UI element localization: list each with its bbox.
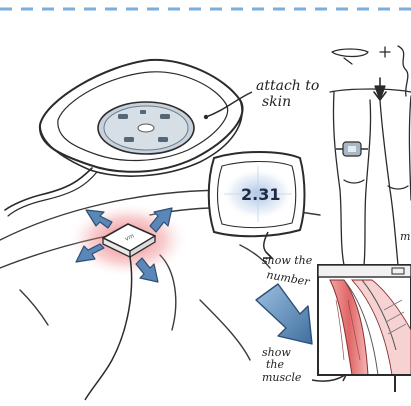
display-device: 2.31 (209, 152, 305, 236)
big-blue-arrow-icon (256, 284, 312, 344)
sensor-pad-device (5, 60, 243, 216)
display-value: 2.31 (241, 185, 280, 204)
number-label-line2: number (265, 268, 311, 288)
small-device-cable (85, 257, 132, 400)
attach-leader-line (206, 92, 252, 117)
number-label: show the (262, 254, 313, 267)
muscle-label: show the muscle (262, 346, 302, 384)
clipped-side-label: m (400, 230, 410, 243)
legs-figure (330, 46, 411, 265)
thigh-sensor (336, 142, 368, 156)
muscle-view-panel (318, 265, 411, 392)
attach-label: attach to skin (256, 78, 324, 110)
